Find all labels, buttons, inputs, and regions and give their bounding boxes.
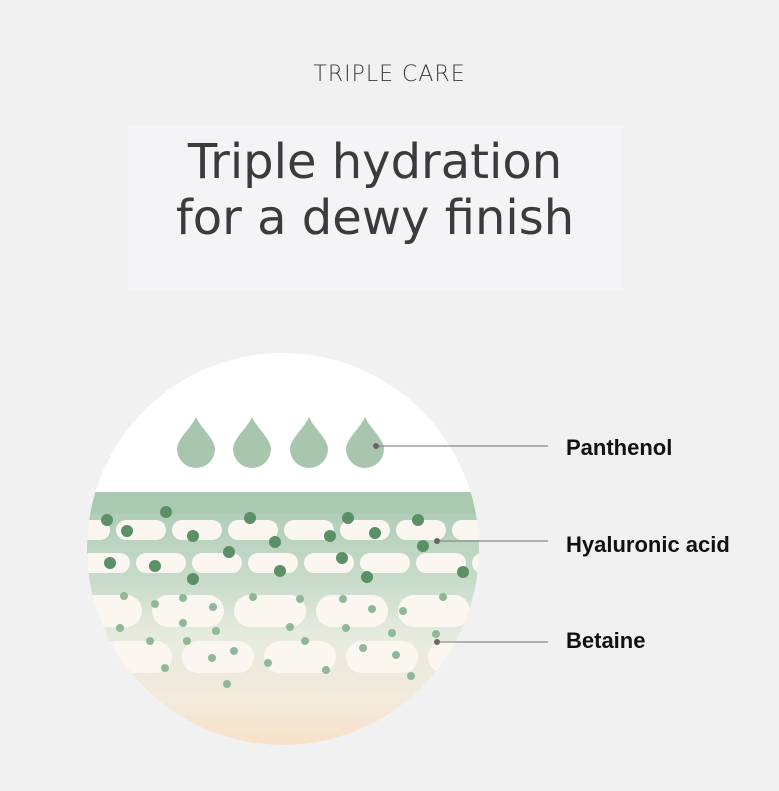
- skin-cell: [192, 553, 242, 573]
- anchor-dot-hyaluronic: [434, 538, 440, 544]
- skin-cell: [284, 520, 334, 540]
- water-drops: [177, 417, 384, 468]
- water-drop-icon: [233, 417, 271, 468]
- molecule-dot: [151, 600, 159, 608]
- molecule-dots: [101, 506, 469, 688]
- skin-cell: [416, 553, 466, 573]
- skin-cell: [228, 520, 278, 540]
- skin-cell: [396, 520, 446, 540]
- molecule-dot: [336, 552, 348, 564]
- molecule-dot: [359, 644, 367, 652]
- molecule-dot: [361, 571, 373, 583]
- molecule-dot: [274, 565, 286, 577]
- molecule-dot: [264, 659, 272, 667]
- water-drop-icon: [290, 417, 328, 468]
- skin-cell: [316, 595, 388, 627]
- molecule-dot: [187, 573, 199, 585]
- molecule-dot: [342, 512, 354, 524]
- molecule-dot: [249, 593, 257, 601]
- molecule-dot: [179, 594, 187, 602]
- molecule-dot: [161, 664, 169, 672]
- skin-cell: [248, 553, 298, 573]
- skin-cell: [234, 595, 306, 627]
- skin-cell: [452, 520, 479, 540]
- molecule-dot: [179, 619, 187, 627]
- molecule-dot: [439, 593, 447, 601]
- molecule-dot: [121, 525, 133, 537]
- molecule-dot: [388, 629, 396, 637]
- molecule-dot: [183, 637, 191, 645]
- headline-line-1: Triple hydration: [187, 134, 563, 190]
- molecule-dot: [120, 592, 128, 600]
- molecule-dot: [286, 623, 294, 631]
- molecule-dot: [208, 654, 216, 662]
- molecule-dot: [269, 536, 281, 548]
- skin-cell: [136, 553, 186, 573]
- molecule-dot: [369, 527, 381, 539]
- skin-cell: [360, 553, 410, 573]
- molecule-dot: [149, 560, 161, 572]
- skin-cell: [480, 595, 552, 627]
- leader-anchors: [373, 443, 440, 645]
- molecule-dot: [296, 595, 304, 603]
- skin-cell: [472, 553, 479, 573]
- anchor-dot-betaine: [434, 639, 440, 645]
- molecule-dot: [212, 627, 220, 635]
- molecule-dot: [339, 595, 347, 603]
- molecule-dot: [342, 624, 350, 632]
- skin-cell: [182, 641, 254, 673]
- anchor-dot-panthenol: [373, 443, 379, 449]
- molecule-dot: [104, 557, 116, 569]
- molecule-dot: [101, 514, 113, 526]
- skin-cell: [172, 520, 222, 540]
- cell-layer: [87, 520, 552, 673]
- molecule-dot: [223, 546, 235, 558]
- molecule-dot: [322, 666, 330, 674]
- molecule-dot: [230, 647, 238, 655]
- molecule-dot: [432, 630, 440, 638]
- headline-line-2: for a dewy finish: [175, 190, 575, 246]
- molecule-dot: [160, 506, 172, 518]
- skin-cell: [398, 595, 470, 627]
- skin-cell: [346, 641, 418, 673]
- molecule-dot: [209, 603, 217, 611]
- label-hyaluronic-acid: Hyaluronic acid: [566, 532, 730, 557]
- molecule-dot: [116, 624, 124, 632]
- molecule-dot: [223, 680, 231, 688]
- molecule-dot: [244, 512, 256, 524]
- molecule-dot: [407, 672, 415, 680]
- water-drop-icon: [346, 417, 384, 468]
- skin-cell: [87, 520, 110, 540]
- molecule-dot: [368, 605, 376, 613]
- leader-lines: [376, 445, 548, 643]
- molecule-dot: [399, 607, 407, 615]
- skin-cell: [264, 641, 336, 673]
- skin-cross-section: [87, 353, 552, 745]
- molecule-dot: [146, 637, 154, 645]
- eyebrow-title: TRIPLE CARE: [313, 62, 466, 87]
- headline-panel: [128, 126, 622, 290]
- molecule-dot: [392, 651, 400, 659]
- molecule-dot: [324, 530, 336, 542]
- skin-cell: [152, 595, 224, 627]
- label-betaine: Betaine: [566, 628, 646, 653]
- molecule-dot: [417, 540, 429, 552]
- skin-cell: [87, 595, 142, 627]
- headline: Triple hydration for a dewy finish: [128, 134, 622, 246]
- water-drop-icon: [177, 417, 215, 468]
- molecule-dot: [301, 637, 309, 645]
- surface-band: [87, 492, 479, 514]
- skin-cell: [428, 641, 479, 673]
- molecule-dot: [457, 566, 469, 578]
- molecule-dot: [412, 514, 424, 526]
- label-panthenol: Panthenol: [566, 435, 673, 460]
- molecule-dot: [187, 530, 199, 542]
